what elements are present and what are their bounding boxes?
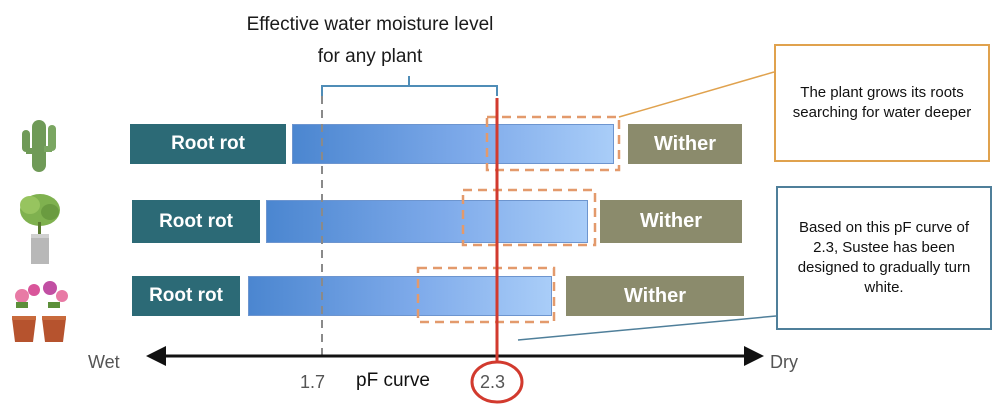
axis-dry-label: Dry	[770, 352, 798, 372]
wither-label-row-3: Wither	[566, 276, 744, 316]
moisture-bar-row-2	[266, 200, 588, 243]
root-rot-label-row-2: Root rot	[132, 200, 260, 243]
axis-arrow-right	[744, 346, 764, 366]
callout-top-connector	[618, 71, 775, 118]
potted-plant-icon	[20, 194, 60, 264]
header-line-2: for any plant	[317, 46, 423, 67]
range-bracket	[321, 85, 498, 96]
root-zone-box-row-2	[461, 188, 597, 247]
pf-2-3-circle	[470, 360, 524, 404]
callout-sustee-design: Based on this pF curve of 2.3, Sustee ha…	[776, 186, 992, 330]
callout-bottom-connector	[517, 315, 777, 341]
root-zone-box-row-3	[416, 266, 556, 324]
tick-1-7-label: 1.7	[300, 372, 326, 392]
root-zone-box-row-1	[485, 115, 621, 172]
flower-pots-icon	[12, 281, 68, 342]
root-rot-label-row-1: Root rot	[130, 124, 286, 164]
moisture-bar-row-3	[248, 276, 552, 316]
wither-label-row-2: Wither	[600, 200, 742, 243]
root-rot-label-row-3: Root rot	[132, 276, 240, 316]
tick-2-3-label: 2.3	[480, 372, 506, 392]
wither-label-row-1: Wither	[628, 124, 742, 164]
axis-wet-label: Wet	[88, 352, 120, 372]
pf-curve-caption: pF curve	[356, 370, 430, 391]
header-line-1: Effective water moisture level	[246, 14, 494, 35]
cactus-icon	[22, 120, 56, 172]
callout-roots-deeper: The plant grows its roots searching for …	[774, 44, 990, 162]
moisture-bar-row-1	[292, 124, 614, 164]
axis-arrow-left	[146, 346, 166, 366]
